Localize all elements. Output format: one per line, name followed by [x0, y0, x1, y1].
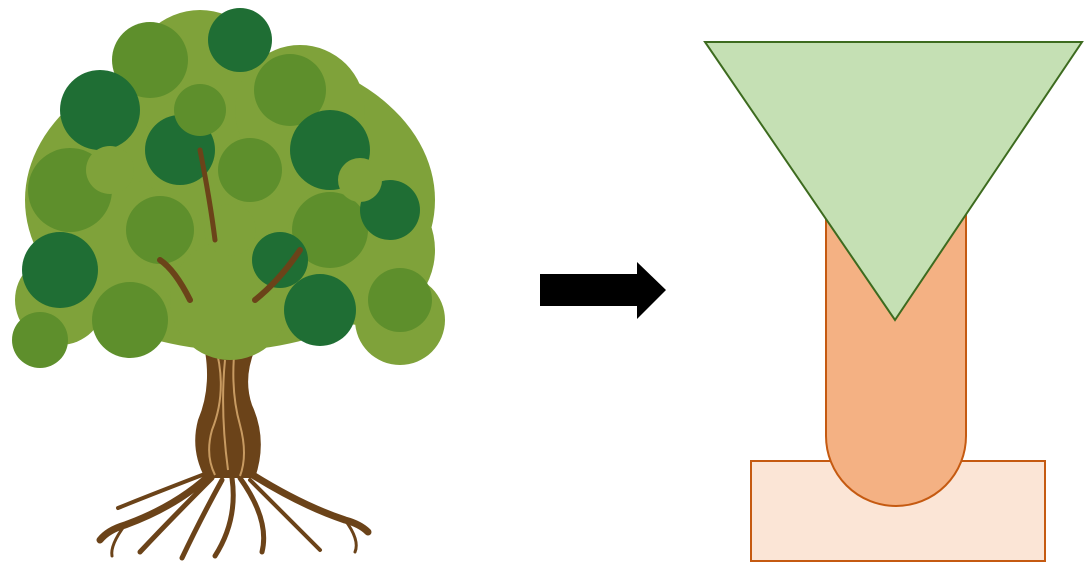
- canopy-triangle: [703, 41, 1084, 322]
- tree-branch-highlights: [157, 147, 303, 303]
- trunk-texture: [208, 344, 245, 477]
- tree-illustration-icon: [12, 8, 445, 561]
- abstract-tree-shapes: [703, 41, 1084, 562]
- right-arrow-icon: [540, 262, 666, 319]
- tree-roots: [96, 466, 372, 561]
- tree-trunk: [195, 330, 265, 478]
- tree-foliage: [12, 8, 445, 368]
